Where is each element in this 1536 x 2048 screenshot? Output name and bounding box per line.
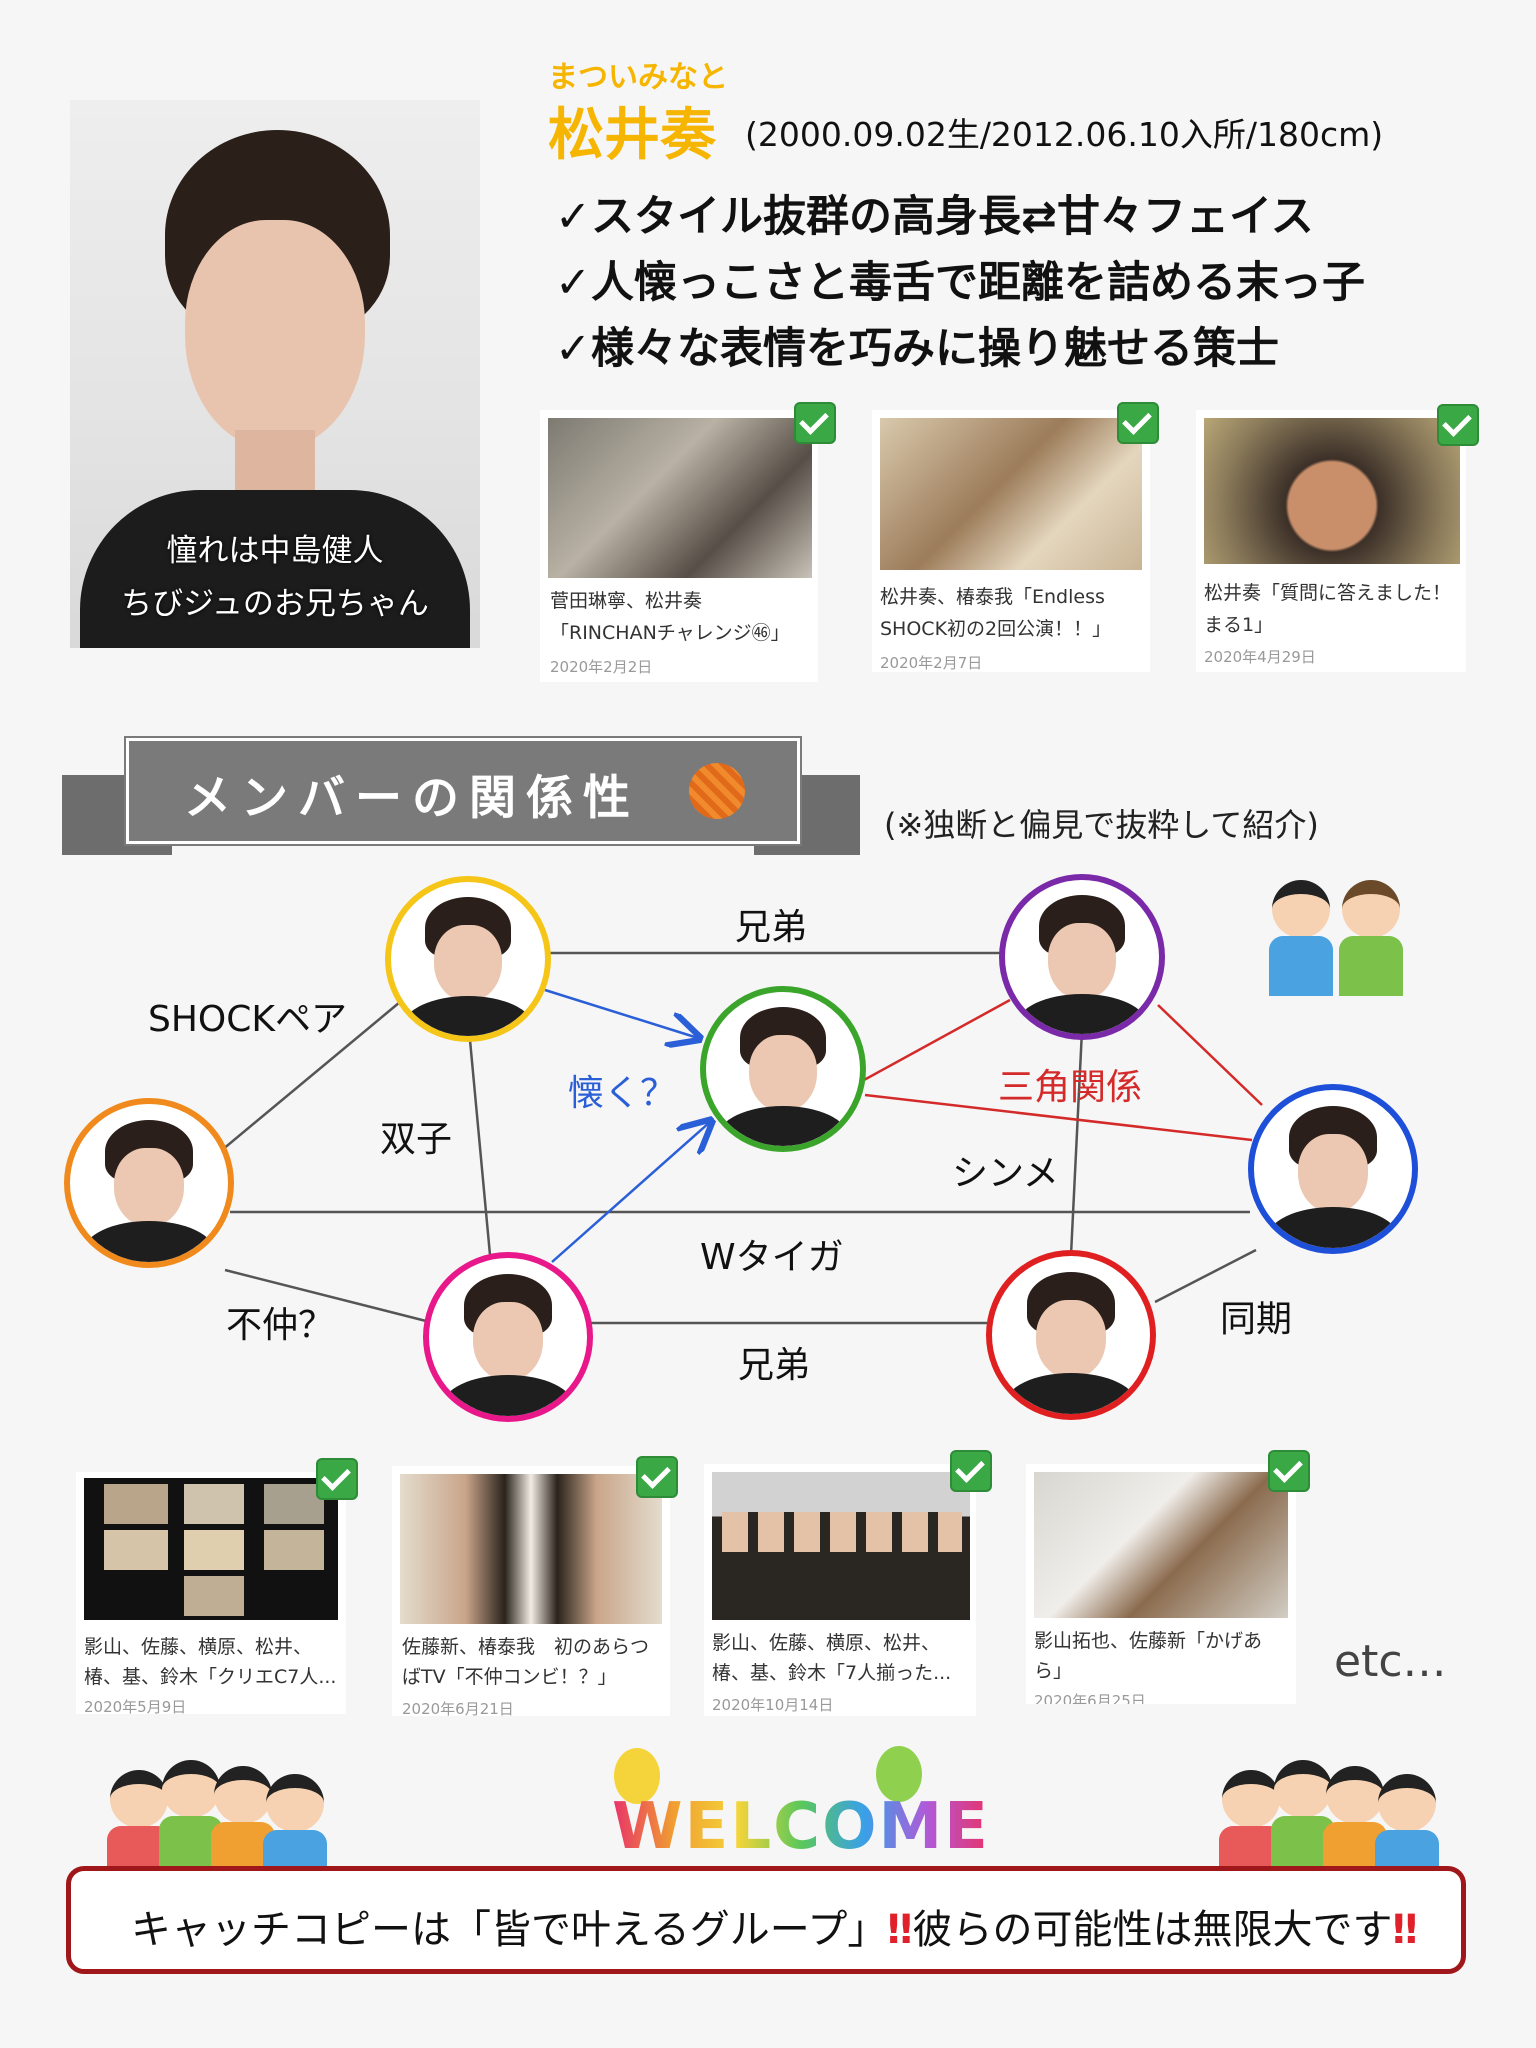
- news-title-line1: 菅田琳寧、松井奏: [550, 590, 703, 612]
- arrow-natsuku-2: [551, 1122, 710, 1263]
- photo-caption-2: ちびジュのお兄ちゃん: [121, 586, 429, 622]
- catchphrase-text: キャッチコピーは「皆で叶えるグループ」‼彼らの可能性は無限大です‼: [131, 1897, 1418, 1955]
- label-w-taiga: Wタイガ: [700, 1237, 844, 1278]
- check-mark-icon: [316, 1458, 358, 1500]
- photo-caption-1: 憧れは中島健人: [166, 533, 384, 569]
- member-circle-red[interactable]: [986, 1250, 1156, 1420]
- news-title-line2: まる1」: [1204, 614, 1274, 636]
- section-title: メンバーの関係性: [184, 771, 640, 826]
- label-brothers-top: 兄弟: [735, 907, 808, 948]
- section-banner: メンバーの関係性: [126, 738, 800, 844]
- member-circle-pink[interactable]: [423, 1252, 593, 1422]
- label-natsuku: 懐く？: [568, 1073, 677, 1114]
- news-title-line1: 松井奏、椿泰我「Endless: [880, 586, 1105, 608]
- check-mark-icon: [950, 1450, 992, 1492]
- member-circle-blue[interactable]: [1248, 1084, 1418, 1254]
- yarn-ball-icon: [689, 763, 745, 819]
- line-douki: [1154, 1248, 1257, 1304]
- line-fuchuu: [224, 1268, 431, 1324]
- bullet-1: ✓スタイル抜群の高身長⇄甘々フェイス: [555, 192, 1314, 242]
- balloon-yellow-icon: [614, 1748, 660, 1804]
- check-mark-icon: [1268, 1450, 1310, 1492]
- news-title-line1: 佐藤新、椿泰我 初のあらつ: [402, 1636, 650, 1658]
- news-thumbnail: [84, 1478, 338, 1620]
- double-exclamation-icon: ‼: [1392, 1907, 1418, 1953]
- name-reading: まついみなと: [548, 60, 728, 95]
- news-date: 2020年2月2日: [550, 658, 653, 676]
- news-card-5[interactable]: 佐藤新、椿泰我 初のあらつ ばTV「不仲コンビ！？」 2020年6月21日: [392, 1466, 670, 1718]
- news-title-line2: 椿、基、鈴木「7人揃った...: [712, 1662, 952, 1684]
- news-card-7[interactable]: 影山拓也、佐藤新「かげあ ら」 2020年6月25日: [1026, 1464, 1296, 1704]
- bullet-3: ✓様々な表情を巧みに操り魅せる策士: [555, 324, 1280, 374]
- check-mark-icon: [1117, 402, 1159, 444]
- news-title-line1: 松井奏「質問に答えました！: [1204, 582, 1452, 604]
- check-mark-icon: [1437, 404, 1479, 446]
- double-exclamation-icon: ‼: [887, 1907, 913, 1953]
- news-title-line1: 影山、佐藤、横原、松井、: [84, 1636, 313, 1658]
- member-circle-green[interactable]: [700, 986, 866, 1152]
- news-thumbnail: [712, 1472, 970, 1620]
- welcome-text: WELCOME: [612, 1790, 990, 1864]
- arrow-natsuku-1: [544, 988, 698, 1038]
- balloon-green-icon: [876, 1746, 922, 1802]
- news-title-line2: ら」: [1034, 1660, 1073, 1682]
- news-date: 2020年2月7日: [880, 654, 983, 672]
- news-date: 2020年6月21日: [402, 1700, 514, 1718]
- news-card-3[interactable]: 松井奏「質問に答えました！ まる1」 2020年4月29日: [1196, 410, 1466, 672]
- news-title-line1: 影山、佐藤、横原、松井、: [712, 1632, 941, 1654]
- line-triangle-2: [1157, 1004, 1263, 1106]
- catchphrase-part2: 彼らの可能性は無限大です: [912, 1907, 1393, 1953]
- member-circle-orange[interactable]: [64, 1098, 234, 1268]
- catchphrase-part1: キャッチコピーは「皆で叶えるグループ」: [131, 1907, 888, 1953]
- member-circle-yellow[interactable]: [385, 876, 551, 1042]
- news-thumbnail: [1204, 418, 1460, 564]
- line-shinme: [1069, 1029, 1084, 1256]
- bullet-2: ✓人懐っこさと毒舌で距離を詰める末っ子: [555, 258, 1366, 308]
- catchphrase-box: キャッチコピーは「皆で叶えるグループ」‼彼らの可能性は無限大です‼: [66, 1866, 1466, 1974]
- line-twins: [468, 1039, 492, 1256]
- label-fuchuu: 不仲？: [226, 1305, 335, 1346]
- news-card-1[interactable]: 菅田琳寧、松井奏 「RINCHANチャレンジ㊻」 2020年2月2日: [540, 410, 818, 682]
- label-brothers-bottom: 兄弟: [738, 1345, 811, 1386]
- news-card-2[interactable]: 松井奏、椿泰我「Endless SHOCK初の2回公演！！」 2020年2月7日: [872, 410, 1150, 672]
- member-circle-purple[interactable]: [999, 874, 1165, 1040]
- label-triangle: 三角関係: [998, 1067, 1143, 1108]
- news-thumbnail: [548, 418, 812, 578]
- check-mark-icon: [636, 1456, 678, 1498]
- line-triangle-3: [864, 1093, 1253, 1142]
- news-thumbnail: [880, 418, 1142, 570]
- news-title-line1: 影山拓也、佐藤新「かげあ: [1034, 1630, 1263, 1652]
- member-info: (2000.09.02生/2012.06.10入所/180cm): [745, 115, 1384, 154]
- label-twins: 双子: [380, 1119, 453, 1160]
- news-title-line2: 「RINCHANチャレンジ㊻」: [550, 622, 790, 644]
- news-title-line2: 椿、基、鈴木「クリエC7人...: [84, 1666, 337, 1688]
- section-note: (※独断と偏見で抜粋して紹介): [884, 806, 1319, 844]
- label-shinme: シンメ: [952, 1153, 1059, 1194]
- news-thumbnail: [1034, 1472, 1288, 1618]
- news-date: 2020年6月25日: [1034, 1692, 1146, 1704]
- label-shock-pair: SHOCKペア: [148, 999, 348, 1040]
- line-shock-pair: [221, 1001, 401, 1151]
- news-date: 2020年5月9日: [84, 1698, 187, 1716]
- check-mark-icon: [794, 402, 836, 444]
- line-triangle-1: [863, 998, 1011, 1082]
- news-date: 2020年10月14日: [712, 1696, 834, 1714]
- news-title-line2: SHOCK初の2回公演！！」: [880, 618, 1112, 640]
- news-title-line2: ばTV「不仲コンビ！？」: [402, 1666, 617, 1688]
- member-name: 松井奏: [548, 103, 716, 168]
- label-douki: 同期: [1220, 1299, 1293, 1340]
- news-thumbnail: [400, 1474, 662, 1624]
- profile-photo: 憧れは中島健人 ちびジュのお兄ちゃん: [70, 100, 480, 648]
- news-card-4[interactable]: 影山、佐藤、横原、松井、 椿、基、鈴木「クリエC7人... 2020年5月9日: [76, 1472, 346, 1716]
- news-card-6[interactable]: 影山、佐藤、横原、松井、 椿、基、鈴木「7人揃った... 2020年10月14日: [704, 1464, 976, 1716]
- etc-text: etc…: [1334, 1636, 1447, 1687]
- news-date: 2020年4月29日: [1204, 648, 1316, 666]
